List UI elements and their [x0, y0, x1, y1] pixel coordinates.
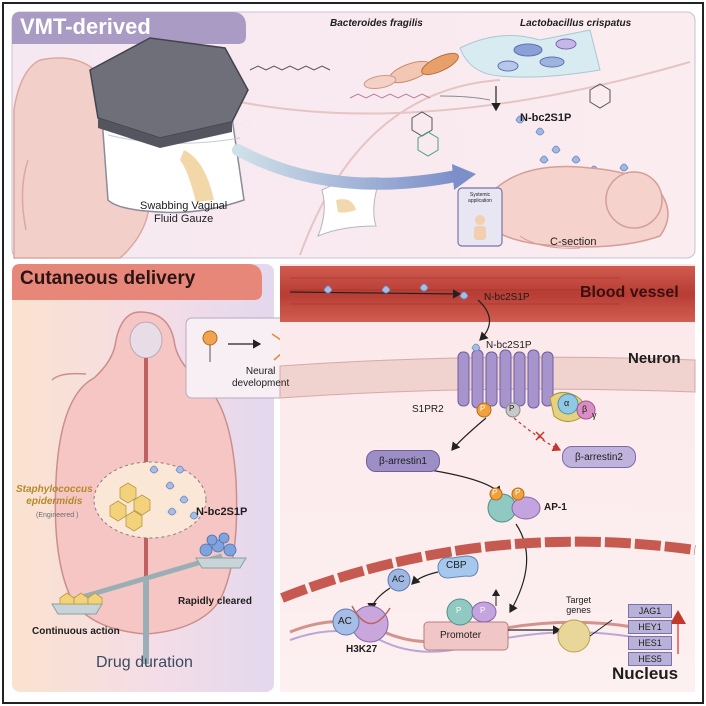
skin-curve-2 — [299, 79, 501, 256]
label-promoter-p2: P — [480, 606, 486, 615]
top-title-tab — [12, 12, 246, 44]
left-title-tab — [12, 264, 262, 300]
label-alpha: α — [564, 398, 570, 408]
label-nbc2s1p-left: N-bc2S1P — [196, 506, 248, 518]
skin-curve — [229, 61, 691, 115]
label-p-1: P — [480, 404, 486, 413]
label-arrestin2: β-arrestin2 — [575, 451, 623, 463]
label-ac-free: AC — [392, 574, 405, 584]
nucleosome — [332, 605, 391, 643]
cbp — [437, 555, 479, 579]
label-ac-bound: AC — [338, 616, 352, 627]
target-gene-coil — [557, 619, 591, 653]
gene-jag1: JAG1 — [628, 604, 672, 618]
label-cleared: Rapidly cleared — [178, 596, 252, 607]
label-p-2: P — [509, 404, 515, 413]
bacteria-fragilis-2 — [421, 52, 459, 76]
label-neural-development: Neural development — [232, 366, 290, 389]
balance-beam — [71, 553, 223, 603]
s1pr2-receptor — [457, 349, 554, 409]
label-promoter: Promoter — [440, 630, 482, 641]
label-neuron: Neuron — [628, 350, 681, 367]
label-nbc2s1p-top: N-bc2S1P — [520, 112, 572, 124]
label-arrestin1: β-arrestin1 — [379, 455, 427, 467]
label-ap1-p1: P — [492, 488, 498, 497]
arrestin2-box: β-arrestin2 — [562, 446, 636, 468]
label-cbp: CBP — [446, 560, 467, 571]
left-panel-title: Cutaneous delivery — [20, 268, 196, 289]
nuclear-envelope — [280, 536, 696, 603]
label-beta: β — [582, 404, 588, 414]
gene-list: JAG1 HEY1 HES1 HES5 — [628, 604, 672, 666]
label-gamma: γ — [592, 410, 597, 420]
phospho-grey — [505, 402, 521, 418]
top-panel-title: VMT-derived — [20, 14, 151, 39]
arrestin1-box: β-arrestin1 — [366, 450, 440, 472]
label-engineered: (Engineered ) — [36, 512, 79, 519]
label-promoter-p1: P — [456, 606, 462, 615]
label-gauze: Swabbing Vaginal Fluid Gauze — [140, 200, 228, 226]
label-nbc2s1p-vessel: N-bc2S1P — [484, 292, 530, 303]
staph-cells — [109, 482, 151, 532]
ap1-jun — [511, 496, 541, 520]
label-drug-duration: Drug duration — [96, 654, 193, 671]
label-ap1-p2: P — [515, 488, 521, 497]
gene-hes5: HES5 — [628, 652, 672, 666]
label-ap1: AP-1 — [544, 502, 567, 513]
phospho-orange — [476, 402, 492, 418]
label-blood-vessel: Blood vessel — [580, 284, 679, 301]
molecule-drops-left — [149, 465, 199, 520]
label-nucleus: Nucleus — [612, 664, 679, 683]
label-nbc2s1p-neuron: N-bc2S1P — [486, 340, 532, 351]
label-target-genes: Target genes — [566, 595, 592, 615]
label-systemic: Systemic application — [468, 192, 492, 204]
label-staph: Staphylococcus epidermidis — [16, 484, 93, 507]
label-s1pr2: S1PR2 — [412, 404, 444, 415]
label-continuous: Continuous action — [32, 626, 120, 637]
label-csection: C-section — [550, 236, 597, 248]
gene-hey1: HEY1 — [628, 620, 672, 634]
gene-hes1: HES1 — [628, 636, 672, 650]
label-h3k27: H3K27 — [346, 644, 378, 655]
transfer-arrow — [232, 144, 462, 190]
label-lactobacillus: Lactobacillus crispatus — [520, 18, 632, 29]
label-bacteroides: Bacteroides fragilis — [330, 18, 423, 29]
